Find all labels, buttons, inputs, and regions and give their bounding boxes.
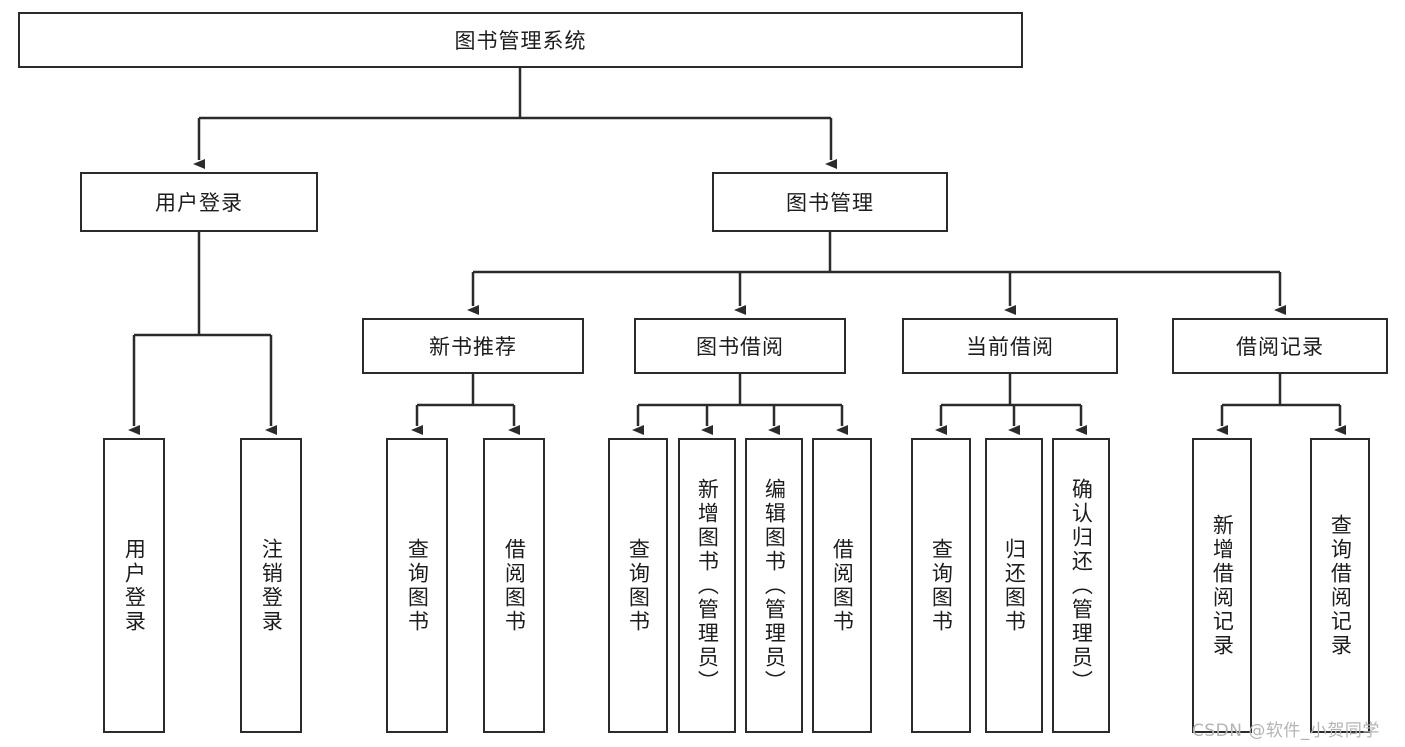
node-leaf-user-login[interactable]: 用户登录 <box>103 438 165 733</box>
node-label: 图书借阅 <box>696 335 784 359</box>
node-label: 确认归还（管理员） <box>1069 477 1094 694</box>
node-leaf-borrow-book[interactable]: 借阅图书 <box>812 438 872 733</box>
node-label: 图书管理系统 <box>454 29 587 53</box>
csdn-watermark: CSDN @软件_小贺同学 <box>1192 721 1380 741</box>
node-leaf-query-book-current[interactable]: 查询图书 <box>911 438 971 733</box>
node-label: 编辑图书（管理员） <box>762 477 787 694</box>
node-label: 图书管理 <box>786 191 874 215</box>
node-label: 注销登录 <box>259 537 284 634</box>
node-label: 借阅图书 <box>502 537 527 634</box>
node-current-borrow[interactable]: 当前借阅 <box>902 318 1118 374</box>
node-label: 借阅图书 <box>830 537 855 634</box>
node-leaf-edit-book-admin[interactable]: 编辑图书（管理员） <box>745 438 803 733</box>
node-label: 当前借阅 <box>966 335 1054 359</box>
node-leaf-borrow-book-recommend[interactable]: 借阅图书 <box>483 438 545 733</box>
node-book-borrow[interactable]: 图书借阅 <box>634 318 846 374</box>
node-new-book-recommendation[interactable]: 新书推荐 <box>362 318 584 374</box>
node-label: 查询图书 <box>626 537 651 634</box>
node-leaf-add-borrow-record[interactable]: 新增借阅记录 <box>1192 438 1252 733</box>
node-leaf-return-book[interactable]: 归还图书 <box>985 438 1043 733</box>
node-label: 新书推荐 <box>429 335 517 359</box>
node-root-book-management-system[interactable]: 图书管理系统 <box>18 12 1023 68</box>
node-user-login[interactable]: 用户登录 <box>80 172 318 232</box>
node-label: 用户登录 <box>155 191 243 215</box>
node-label: 查询借阅记录 <box>1328 513 1353 658</box>
node-leaf-confirm-return-admin[interactable]: 确认归还（管理员） <box>1052 438 1110 733</box>
node-leaf-add-book-admin[interactable]: 新增图书（管理员） <box>678 438 736 733</box>
node-label: 借阅记录 <box>1236 335 1324 359</box>
node-label: 查询图书 <box>405 537 430 634</box>
node-leaf-logout[interactable]: 注销登录 <box>240 438 302 733</box>
node-label: 用户登录 <box>122 537 147 634</box>
node-label: 归还图书 <box>1002 537 1027 634</box>
node-label: 查询图书 <box>929 537 954 634</box>
node-label: 新增借阅记录 <box>1210 513 1235 658</box>
node-book-management[interactable]: 图书管理 <box>712 172 948 232</box>
node-label: 新增图书（管理员） <box>695 477 720 694</box>
node-leaf-query-book-borrow[interactable]: 查询图书 <box>608 438 668 733</box>
node-leaf-query-book-recommend[interactable]: 查询图书 <box>386 438 448 733</box>
node-borrow-record[interactable]: 借阅记录 <box>1172 318 1388 374</box>
node-leaf-query-borrow-record[interactable]: 查询借阅记录 <box>1310 438 1370 733</box>
